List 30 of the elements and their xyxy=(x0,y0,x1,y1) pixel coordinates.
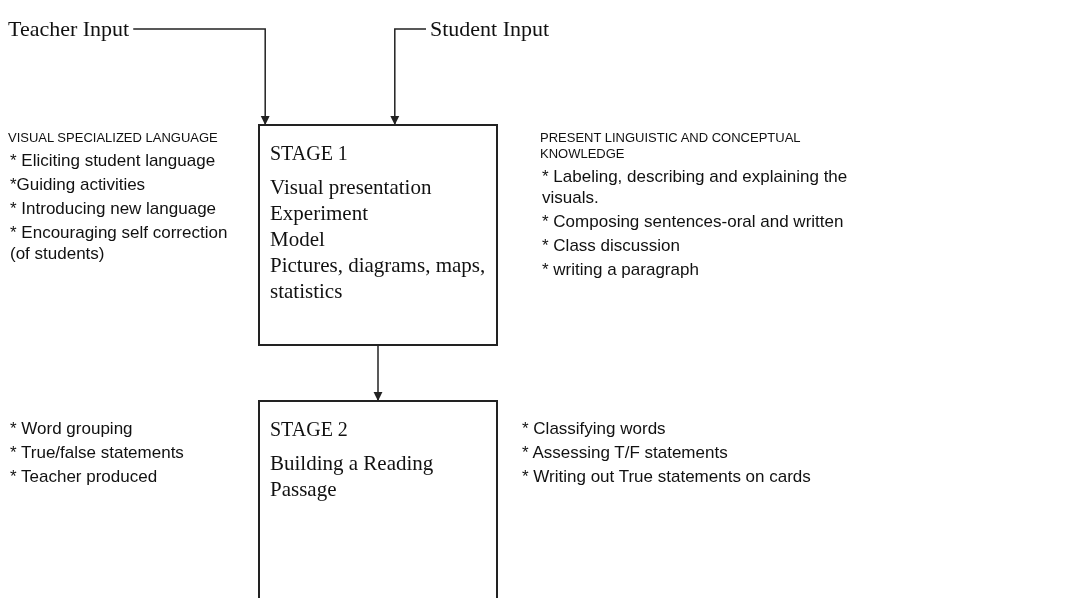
stage-title: STAGE 1 xyxy=(270,141,349,166)
stage-item: Pictures, diagrams, maps, statistics xyxy=(270,252,486,304)
bullet-note: * Class discussion xyxy=(541,235,681,256)
stage-item: Building a Reading Passage xyxy=(270,450,435,502)
stage-box xyxy=(258,124,498,346)
bullet-note: * Assessing T/F statements xyxy=(521,442,729,463)
arrow xyxy=(132,28,270,125)
stage-item: Visual presentation xyxy=(270,174,433,200)
bullet-note: *Guiding activities xyxy=(9,174,147,195)
bullet-note: * writing a paragraph xyxy=(541,259,700,280)
section-heading: PRESENT LINGUISTIC AND CONCEPTUAL KNOWLEDGE xyxy=(540,130,802,162)
bullet-note: * Teacher produced xyxy=(9,466,159,487)
bullet-note: * Eliciting student language xyxy=(9,150,217,171)
bullet-note: * Labeling, describing and explaining the visuals. xyxy=(541,166,849,208)
stage-item: Model xyxy=(270,226,326,252)
section-heading: VISUAL SPECIALIZED LANGUAGE xyxy=(8,130,219,146)
stage-title: STAGE 2 xyxy=(270,417,349,442)
bullet-note: * True/false statements xyxy=(9,442,185,463)
arrow xyxy=(390,28,427,125)
input-text: Teacher Input xyxy=(8,16,130,42)
bullet-note: * Encouraging self correction (of students) xyxy=(9,222,229,264)
bullet-note: * Introducing new language xyxy=(9,198,218,219)
bullet-note: * Writing out True statements on cards xyxy=(521,466,812,487)
stage-item: Experiment xyxy=(270,200,369,226)
arrow xyxy=(373,345,383,401)
input-text: Student Input xyxy=(430,16,550,42)
bullet-note: * Classifying words xyxy=(521,418,667,439)
stage-box xyxy=(258,400,498,598)
bullet-note: * Composing sentences-oral and written xyxy=(541,211,845,232)
bullet-note: * Word grouping xyxy=(9,418,134,439)
